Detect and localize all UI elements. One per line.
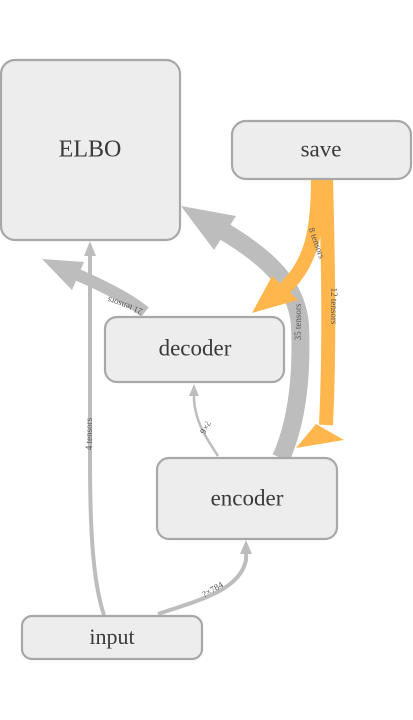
edge-encoder-to-elbo[interactable] <box>181 206 310 462</box>
edge-label-input-elbo: 4 tensors <box>84 417 94 450</box>
node-save[interactable]: save <box>230 119 413 181</box>
node-decoder[interactable]: decoder <box>103 315 286 384</box>
edge-label-save-encoder: 12 tensors <box>329 288 339 325</box>
node-label-save: save <box>301 136 342 161</box>
edge-save-to-decoder[interactable] <box>252 177 325 313</box>
node-label-input: input <box>89 624 134 649</box>
node-label-elbo: ELBO <box>59 137 122 163</box>
node-label-decoder: decoder <box>159 335 232 360</box>
edge-label-encoder-elbo: 35 tensors <box>293 303 303 340</box>
node-label-encoder: encoder <box>211 485 284 510</box>
node-input[interactable]: input <box>20 614 204 661</box>
edge-input-to-encoder[interactable] <box>157 540 252 616</box>
edge-decoder-to-elbo[interactable] <box>42 259 149 317</box>
edge-encoder-to-decoder[interactable] <box>189 384 220 457</box>
node-elbo[interactable]: ELBO <box>0 58 182 242</box>
edge-save-to-encoder[interactable] <box>296 177 344 448</box>
edge-input-to-elbo[interactable] <box>84 241 106 616</box>
node-encoder[interactable]: encoder <box>155 456 339 541</box>
